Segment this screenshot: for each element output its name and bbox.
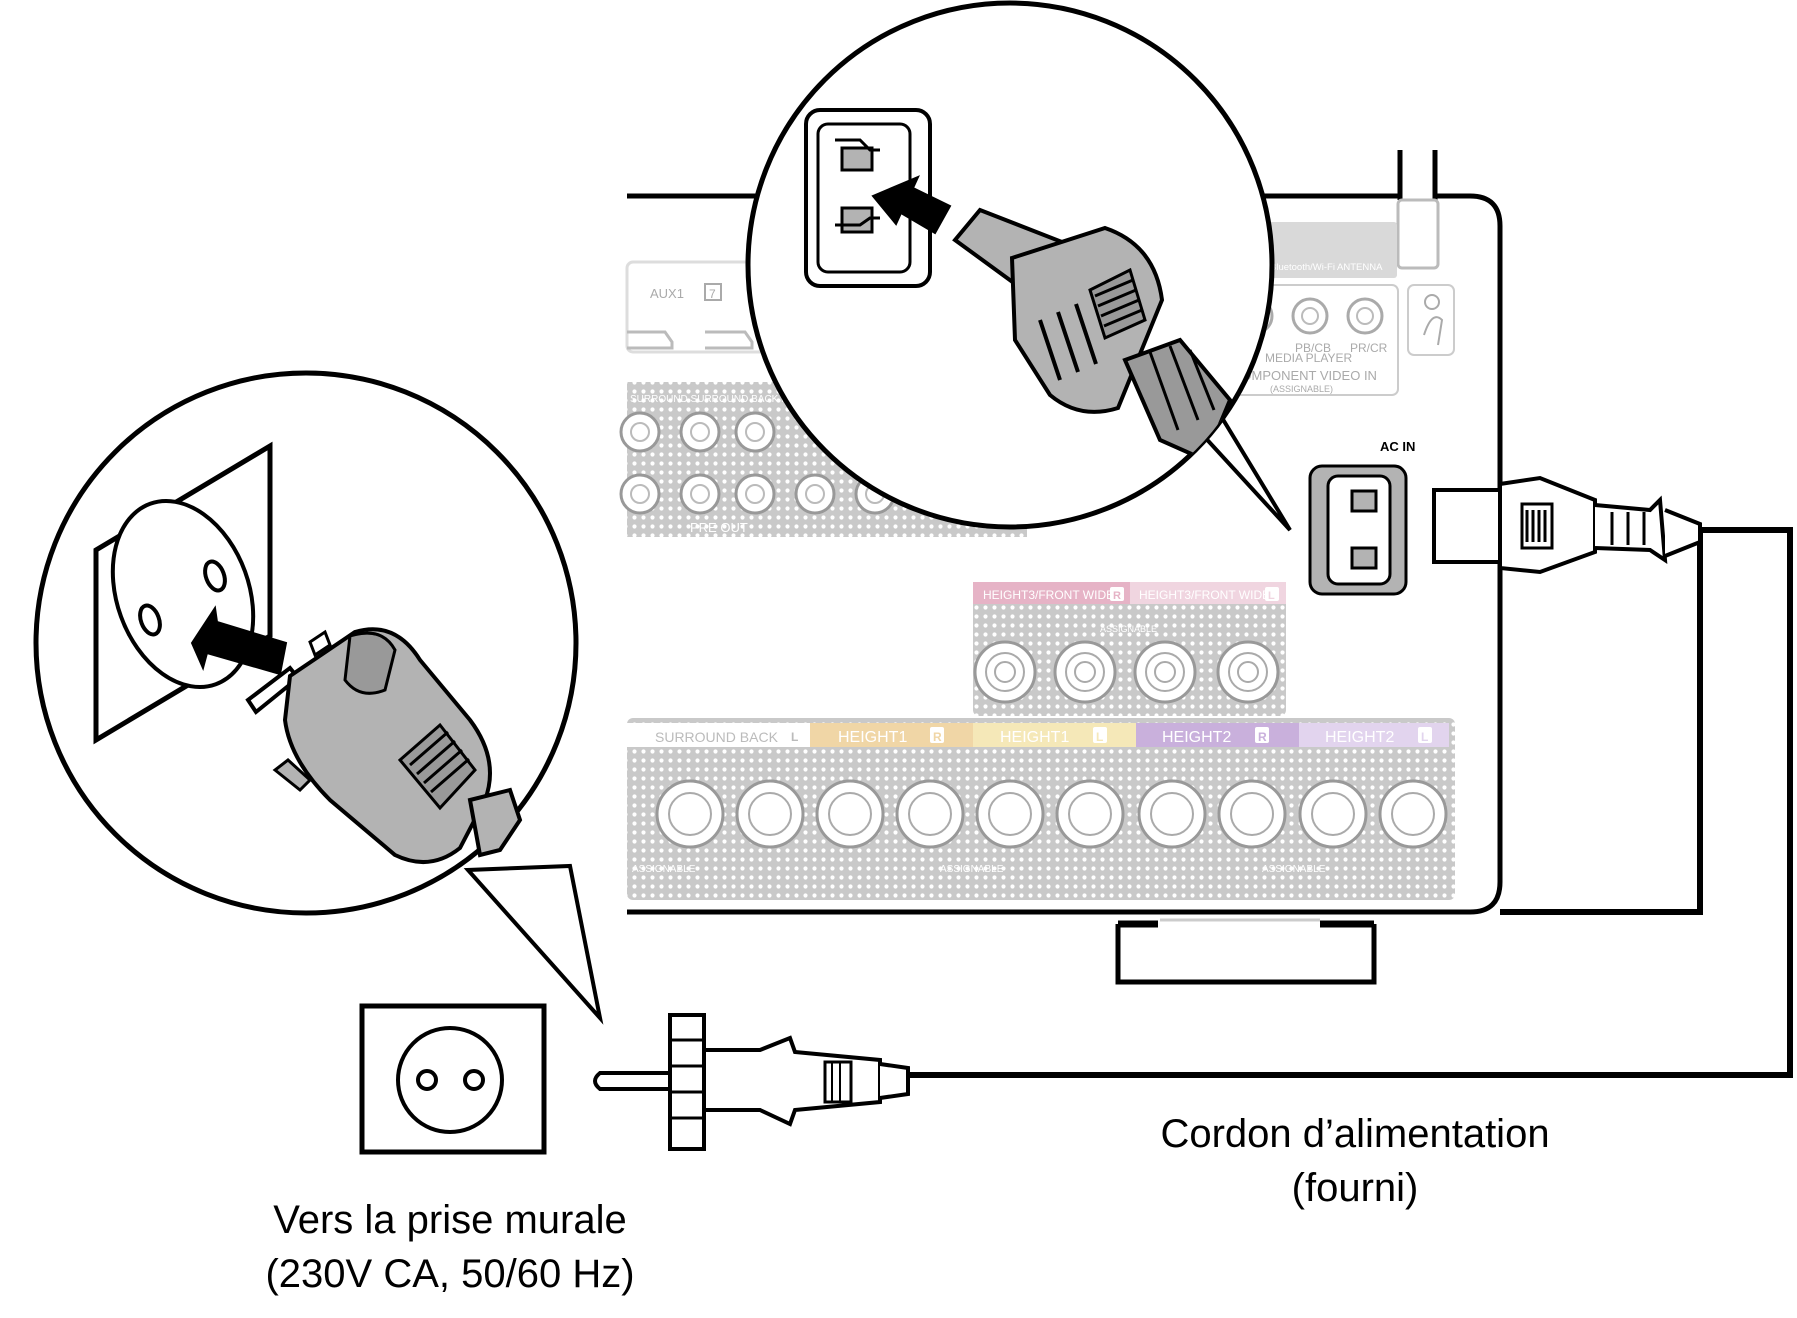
media-player-label: MEDIA PLAYER: [1265, 351, 1352, 365]
pre-out-header: SURROUND SURROUND BACK HEIGH: [630, 394, 813, 405]
magnifier-wall-socket: [33, 370, 604, 1025]
height2-r-label: HEIGHT2: [1162, 729, 1231, 746]
speaker-terminals-bottom: SURROUND BACK HEIGHT1 HEIGHT1 HEIGHT2 HE…: [627, 718, 1455, 900]
pre-out-label: PRE OUT: [690, 520, 748, 535]
height2-l-side: L: [1421, 730, 1428, 744]
height1-r-label: HEIGHT1: [838, 729, 907, 746]
assignable-tag-top: ASSIGNABLE: [1100, 624, 1157, 634]
wall-outlet-caption-line2: (230V CA, 50/60 Hz): [265, 1252, 635, 1296]
component-video-panel: Bluetooth/Wi-Fi ANTENNA Y PB/CB PR/CR ME…: [1219, 222, 1455, 396]
component-pr-label: PR/CR: [1350, 341, 1388, 355]
assignable-tag-2: ASSIGNABLE: [940, 864, 1004, 875]
power-cord: [908, 475, 1793, 1078]
wall-outlet: [359, 1003, 547, 1155]
bluetooth-antenna-label: Bluetooth/Wi-Fi ANTENNA: [1270, 262, 1383, 273]
assignable-tag-1: ASSIGNABLE: [632, 864, 696, 875]
surround-back-side: L: [791, 730, 798, 744]
height1-l-label: HEIGHT1: [1000, 729, 1069, 746]
height3-r-side: R: [1113, 590, 1121, 602]
height3-r-label: HEIGHT3/FRONT WIDE: [983, 588, 1114, 602]
assignable-label: (ASSIGNABLE): [1270, 384, 1333, 394]
aux-number-label: 7: [709, 287, 716, 301]
power-cord-caption: Cordon d’alimentation (fourni): [1105, 1107, 1605, 1215]
power-cord-caption-line2: (fourni): [1291, 1166, 1419, 1210]
ac-in-label: AC IN: [1380, 439, 1415, 454]
ac-in-inlet: AC IN: [1308, 439, 1415, 596]
height1-l-side: L: [1096, 730, 1103, 744]
surround-back-label: SURROUND BACK: [655, 729, 779, 745]
height3-l-side: L: [1268, 590, 1275, 602]
aux1-label: AUX1: [650, 286, 684, 301]
speaker-terminals-top: HEIGHT3/FRONT WIDE HEIGHT3/FRONT WIDE R …: [973, 582, 1286, 716]
component-video-in-label: COMPONENT VIDEO IN: [1232, 368, 1377, 383]
height2-l-label: HEIGHT2: [1325, 729, 1394, 746]
component-pb-label: PB/CB: [1295, 341, 1331, 355]
wall-outlet-caption-line1: Vers la prise murale: [273, 1198, 627, 1242]
wall-outlet-caption: Vers la prise murale (230V CA, 50/60 Hz): [200, 1193, 700, 1301]
height2-r-side: R: [1258, 730, 1267, 744]
magnifier-ac-inlet: [745, 0, 1292, 532]
iec-connector-plug: [1432, 475, 1702, 575]
mains-plug: [593, 1013, 910, 1151]
height1-r-side: R: [933, 730, 942, 744]
assignable-tag-3: ASSIGNABLE: [1262, 864, 1326, 875]
height3-l-label: HEIGHT3/FRONT WIDE: [1139, 588, 1270, 602]
power-cord-caption-line1: Cordon d’alimentation: [1160, 1112, 1550, 1156]
